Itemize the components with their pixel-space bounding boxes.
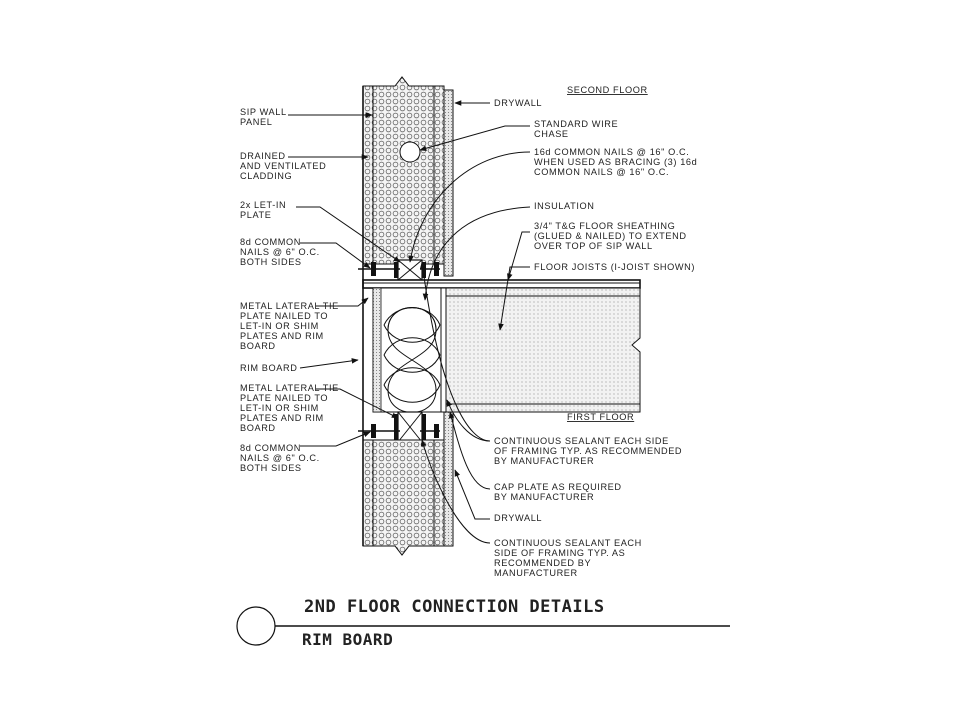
right-label-16d-nails: 16d COMMON NAILS @ 16" O.C. WHEN USED AS… (534, 147, 697, 177)
svg-text:DRYWALL: DRYWALL (494, 98, 542, 108)
svg-text:BOTH SIDES: BOTH SIDES (240, 463, 302, 473)
svg-text:8d COMMON: 8d COMMON (240, 443, 301, 453)
svg-text:DRAINED: DRAINED (240, 151, 286, 161)
svg-text:INSULATION: INSULATION (534, 201, 594, 211)
svg-text:BOTH SIDES: BOTH SIDES (240, 257, 302, 267)
right-label-drywall-lower: DRYWALL (494, 513, 542, 523)
left-label-8d-nails-upper: 8d COMMON NAILS @ 6" O.C. BOTH SIDES (240, 237, 320, 267)
left-label-let-in-plate: 2x LET-IN PLATE (240, 200, 286, 220)
left-label-sip-wall-panel: SIP WALL PANEL (240, 107, 287, 127)
svg-text:2x LET-IN: 2x LET-IN (240, 200, 286, 210)
svg-text:(GLUED & NAILED) TO EXTEND: (GLUED & NAILED) TO EXTEND (534, 231, 687, 241)
svg-text:OF FRAMING TYP. AS RECOMMENDED: OF FRAMING TYP. AS RECOMMENDED (494, 446, 682, 456)
right-label-drywall-upper: DRYWALL (494, 98, 542, 108)
right-leaders (408, 100, 531, 544)
rim-board (372, 287, 447, 413)
detail-bubble (236, 606, 276, 646)
svg-text:SIP WALL: SIP WALL (240, 107, 287, 117)
svg-text:PLATES AND RIM: PLATES AND RIM (240, 413, 324, 423)
svg-text:LET-IN OR SHIM: LET-IN OR SHIM (240, 403, 319, 413)
left-leaders (288, 112, 401, 447)
right-label-floor-sheathing: 3/4" T&G FLOOR SHEATHING (GLUED & NAILED… (534, 221, 687, 251)
left-label-tie-plate-lower: METAL LATERAL TIE PLATE NAILED TO LET-IN… (240, 383, 339, 433)
left-label-cladding: DRAINED AND VENTILATED CLADDING (240, 151, 326, 181)
svg-text:3/4" T&G FLOOR SHEATHING: 3/4" T&G FLOOR SHEATHING (534, 221, 675, 231)
svg-text:WHEN USED AS BRACING (3) 16d: WHEN USED AS BRACING (3) 16d (534, 157, 697, 167)
svg-text:RECOMMENDED BY: RECOMMENDED BY (494, 558, 591, 568)
upper-drywall (443, 89, 454, 277)
svg-text:CONTINUOUS SEALANT EACH SIDE: CONTINUOUS SEALANT EACH SIDE (494, 436, 669, 446)
svg-text:PLATES AND RIM: PLATES AND RIM (240, 331, 324, 341)
wire-chase-hole (399, 141, 421, 163)
svg-text:CONTINUOUS SEALANT EACH: CONTINUOUS SEALANT EACH (494, 538, 642, 548)
upper-let-in-plate (394, 259, 426, 281)
svg-text:METAL LATERAL TIE: METAL LATERAL TIE (240, 301, 339, 311)
detail-title: 2ND FLOOR CONNECTION DETAILS (304, 597, 605, 617)
svg-text:NAILS @ 6" O.C.: NAILS @ 6" O.C. (240, 453, 320, 463)
floor-sheathing (362, 279, 641, 289)
lower-drywall (443, 411, 454, 547)
right-label-floor-joists: FLOOR JOISTS (I-JOIST SHOWN) (534, 262, 695, 272)
svg-text:METAL LATERAL TIE: METAL LATERAL TIE (240, 383, 339, 393)
svg-text:BY MANUFACTURER: BY MANUFACTURER (494, 456, 594, 466)
svg-text:FLOOR JOISTS (I-JOIST SHOWN): FLOOR JOISTS (I-JOIST SHOWN) (534, 262, 695, 272)
svg-text:LET-IN OR SHIM: LET-IN OR SHIM (240, 321, 319, 331)
svg-text:8d COMMON: 8d COMMON (240, 237, 301, 247)
svg-text:SIDE OF FRAMING TYP. AS: SIDE OF FRAMING TYP. AS (494, 548, 625, 558)
second-floor-header: SECOND FLOOR (567, 85, 648, 95)
svg-text:CLADDING: CLADDING (240, 171, 292, 181)
left-label-tie-plate-upper: METAL LATERAL TIE PLATE NAILED TO LET-IN… (240, 301, 339, 351)
right-label-cap-plate: CAP PLATE AS REQUIRED BY MANUFACTURER (494, 482, 622, 502)
svg-text:OVER TOP OF SIP WALL: OVER TOP OF SIP WALL (534, 241, 653, 251)
svg-text:PLATE NAILED TO: PLATE NAILED TO (240, 311, 328, 321)
svg-text:PLATE NAILED TO: PLATE NAILED TO (240, 393, 328, 403)
lower-let-in-plate (394, 411, 426, 443)
right-label-sealant-lower: CONTINUOUS SEALANT EACH SIDE OF FRAMING … (494, 538, 642, 578)
first-floor-header: FIRST FLOOR (567, 412, 634, 422)
svg-text:CAP PLATE AS REQUIRED: CAP PLATE AS REQUIRED (494, 482, 622, 492)
floor-joist (445, 287, 641, 413)
svg-text:PANEL: PANEL (240, 117, 272, 127)
svg-text:STANDARD WIRE: STANDARD WIRE (534, 119, 618, 129)
svg-text:DRYWALL: DRYWALL (494, 513, 542, 523)
lower-sip-panel (362, 439, 445, 556)
upper-sip-panel (362, 76, 445, 265)
lower-nails (358, 424, 440, 438)
svg-text:COMMON NAILS @ 16" O.C.: COMMON NAILS @ 16" O.C. (534, 167, 669, 177)
right-label-sealant-upper: CONTINUOUS SEALANT EACH SIDE OF FRAMING … (494, 436, 682, 466)
left-label-rim-board: RIM BOARD (240, 363, 297, 373)
svg-text:BY MANUFACTURER: BY MANUFACTURER (494, 492, 594, 502)
svg-text:BOARD: BOARD (240, 341, 276, 351)
right-label-wire-chase: STANDARD WIRE CHASE (534, 119, 618, 139)
svg-text:MANUFACTURER: MANUFACTURER (494, 568, 578, 578)
svg-text:CHASE: CHASE (534, 129, 569, 139)
svg-text:PLATE: PLATE (240, 210, 271, 220)
title-block: 2ND FLOOR CONNECTION DETAILS RIM BOARD (236, 597, 730, 649)
detail-subtitle: RIM BOARD (302, 630, 393, 649)
svg-text:BOARD: BOARD (240, 423, 276, 433)
svg-text:NAILS @ 6" O.C.: NAILS @ 6" O.C. (240, 247, 320, 257)
svg-text:RIM BOARD: RIM BOARD (240, 363, 297, 373)
left-label-8d-nails-lower: 8d COMMON NAILS @ 6" O.C. BOTH SIDES (240, 443, 320, 473)
svg-text:AND VENTILATED: AND VENTILATED (240, 161, 326, 171)
batt-insulation (383, 307, 441, 413)
svg-text:16d COMMON NAILS @ 16" O.C.: 16d COMMON NAILS @ 16" O.C. (534, 147, 689, 157)
right-label-insulation: INSULATION (534, 201, 594, 211)
